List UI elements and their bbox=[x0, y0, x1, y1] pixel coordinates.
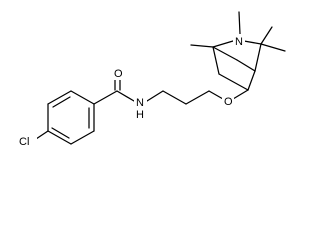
bond-ring-c5-c6 bbox=[47, 90, 72, 105]
ether-oxygen-label-mask bbox=[222, 94, 234, 108]
ether-oxygen-atom-label: O bbox=[224, 96, 233, 108]
bond-ring-to-chlorine bbox=[35, 130, 49, 140]
bond-ch2-1-to-ch2-2 bbox=[162, 90, 187, 105]
bond-bridgehead-methyl bbox=[190, 44, 214, 48]
bond-ring-c6-c1 bbox=[70, 90, 95, 105]
bond-bicycle-bridgehead-to-ch2 bbox=[212, 46, 238, 61]
bond-bicycle-c-left-to-bridgehead bbox=[212, 46, 220, 75]
amide-nitrogen-atom-label: N bbox=[136, 97, 144, 109]
bond-ch2-3-to-ether-oxygen bbox=[208, 90, 224, 100]
bond-ring-inner-double-2 bbox=[51, 127, 70, 139]
bond-ring-c2-c3 bbox=[70, 130, 95, 145]
bridge-nitrogen-atom-label: N bbox=[235, 36, 243, 48]
bond-lines bbox=[35, 11, 286, 145]
bond-ring-c3-c4 bbox=[47, 130, 72, 145]
chlorine-label-mask bbox=[17, 133, 37, 149]
chemical-structure-drawing: Cl O N H O N bbox=[17, 11, 286, 149]
chlorine-atom-label: Cl bbox=[19, 136, 29, 148]
atom-label-masks bbox=[17, 34, 245, 149]
carbonyl-oxygen-label-mask bbox=[112, 66, 124, 80]
amide-hydrogen-atom-label: H bbox=[136, 109, 144, 121]
bond-ring-inner-double-3 bbox=[52, 96, 71, 108]
bond-ring-to-carbonyl bbox=[93, 90, 118, 105]
bond-ch2-2-to-ch2-3 bbox=[185, 90, 210, 105]
atom-labels: Cl O N H O N bbox=[19, 36, 243, 148]
amide-nitrogen-label-mask bbox=[134, 96, 147, 120]
bond-bicycle-nitrogen-to-quaternary-c bbox=[243, 40, 262, 45]
bond-nitrogen-methyl bbox=[238, 11, 241, 35]
bond-bicycle-ch-to-c-oxy bbox=[247, 70, 256, 91]
carbonyl-oxygen-atom-label: O bbox=[114, 68, 123, 80]
bond-quaternary-methyl-right bbox=[260, 43, 286, 52]
bond-bicycle-quaternary-c-to-ch bbox=[254, 43, 262, 72]
bridge-nitrogen-label-mask bbox=[233, 34, 245, 48]
bond-ether-oxygen-to-bicycle bbox=[232, 89, 249, 100]
bond-quaternary-methyl-upper bbox=[260, 26, 273, 45]
bond-bicycle-bridgehead-to-nitrogen bbox=[212, 40, 234, 48]
bond-carbonyl-to-nitrogen bbox=[116, 90, 135, 102]
bond-nitrogen-to-ch2-1 bbox=[146, 90, 164, 102]
bond-bicycle-c-oxy-to-c-left bbox=[218, 73, 249, 91]
bond-bicycle-ch2-to-ch bbox=[236, 59, 256, 72]
